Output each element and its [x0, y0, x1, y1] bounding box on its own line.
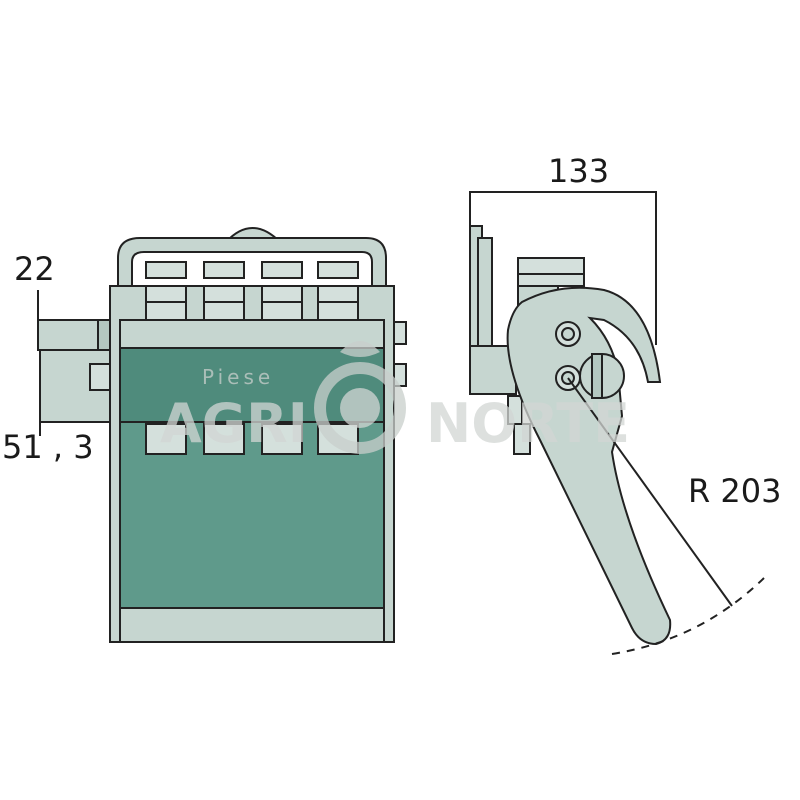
lower-nut-2: [203, 423, 245, 455]
mid-band: [119, 347, 385, 423]
watermark-small: Piese: [202, 365, 274, 389]
radius-label: R 203: [688, 472, 781, 510]
back-plate: [477, 237, 493, 347]
radius-arc: [611, 577, 765, 655]
gear-icon: [314, 341, 406, 454]
dim-51-label: 51 , 3: [2, 428, 94, 466]
top-band: [119, 319, 385, 349]
side-nut-mid: [517, 273, 585, 287]
locking-pin-flat: [591, 353, 603, 399]
right-side-nut-1: [393, 321, 407, 345]
left-mount-plate: [97, 319, 111, 351]
lower-nut-3: [261, 423, 303, 455]
pivot-bolt-inner: [561, 327, 575, 341]
bottom-band: [119, 607, 385, 643]
dim-22-label: 22: [14, 250, 55, 288]
lower-nut-1: [145, 423, 187, 455]
watermark-left: AGRI: [160, 392, 308, 455]
upper-nut-stack-2: [203, 261, 245, 321]
hook-lever: [506, 286, 672, 646]
dim-133-label: 133: [548, 152, 609, 190]
side-view: 133 R 203: [469, 152, 781, 655]
upper-nut-stack-1: [145, 261, 187, 321]
radius-line: [567, 377, 733, 607]
watermark-right: NORTE: [426, 392, 630, 455]
front-view: [37, 227, 407, 643]
left-side-nut: [89, 363, 111, 391]
watermark: Piese AGRI NORTE: [160, 341, 630, 455]
side-nut-top: [517, 257, 585, 275]
upper-nut-stack-3: [261, 261, 303, 321]
side-lower-nut: [513, 423, 531, 455]
upper-nut-stack-4: [317, 261, 359, 321]
